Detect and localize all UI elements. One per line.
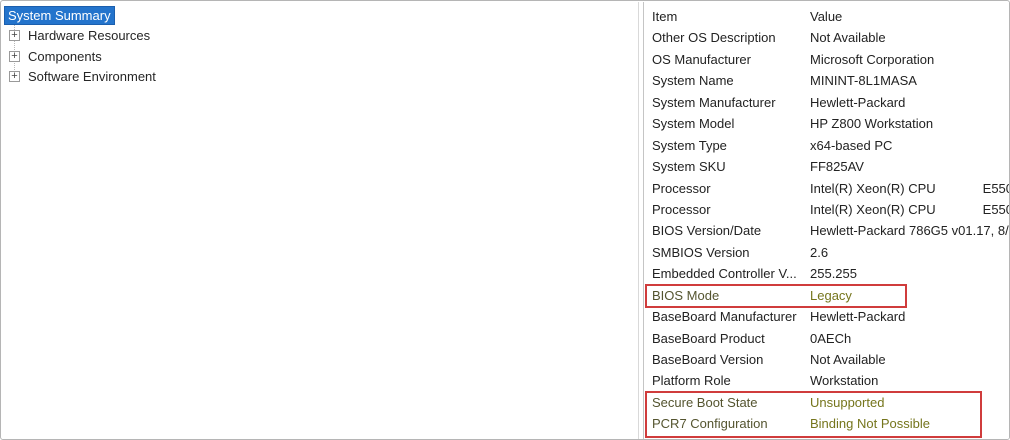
table-header-row: Item Value — [652, 6, 1009, 27]
tree-item-software-environment[interactable]: + Software Environment — [2, 67, 638, 88]
item-cell: System Name — [652, 73, 734, 89]
column-header-item[interactable]: Item — [652, 9, 678, 24]
table-row[interactable]: System SKU FF825AV — [652, 156, 1009, 177]
tree-item-hardware-resources[interactable]: + Hardware Resources — [2, 26, 638, 47]
value-cell: HP Z800 Workstation — [810, 116, 934, 132]
table-row[interactable]: BaseBoard Product 0AECh — [652, 328, 1009, 349]
tree-item-components[interactable]: + Components — [2, 46, 638, 67]
table-row[interactable]: Secure Boot State Unsupported — [652, 392, 1009, 413]
item-cell: System Manufacturer — [652, 94, 776, 110]
item-cell: Secure Boot State — [652, 394, 758, 410]
value-cell: Hewlett-Packard — [810, 94, 906, 110]
table-row[interactable]: System Name MININT-8L1MASA — [652, 70, 1009, 91]
value-cell: MININT-8L1MASA — [810, 73, 917, 89]
column-header-value[interactable]: Value — [810, 9, 843, 24]
expand-plus-icon[interactable]: + — [9, 71, 20, 83]
value-cell: x64-based PC — [810, 137, 893, 153]
item-cell: PCR7 Configuration — [652, 416, 768, 432]
item-cell: Other OS Description — [652, 30, 776, 46]
value-cell: Intel(R) Xeon(R) CPU E5506 — [810, 201, 1010, 217]
item-cell: BaseBoard Manufacturer — [652, 309, 797, 325]
item-cell: Platform Role — [652, 373, 731, 389]
tree-item-system-summary[interactable]: System Summary — [2, 5, 638, 26]
value-cell: 0AECh — [810, 330, 852, 346]
value-cell: Binding Not Possible — [810, 416, 930, 432]
table-row[interactable]: Other OS Description Not Available — [652, 27, 1009, 48]
table-row[interactable]: BIOS Version/Date Hewlett-Packard 786G5 v… — [652, 220, 1010, 241]
value-cell: Unsupported — [810, 394, 885, 410]
value-cell: FF825AV — [810, 159, 864, 175]
table-row[interactable]: System Manufacturer Hewlett-Packard — [652, 92, 1009, 113]
table-row[interactable]: BIOS Mode Legacy — [652, 285, 1009, 306]
value-cell: Workstation — [810, 373, 879, 389]
item-cell: System Model — [652, 116, 735, 132]
table-row[interactable]: Processor Intel(R) Xeon(R) CPU E5506 — [652, 199, 1010, 220]
item-cell: BIOS Version/Date — [652, 223, 762, 239]
value-cell: Hewlett-Packard — [810, 309, 906, 325]
category-tree-pane: System Summary + Hardware Resources + Compon… — [2, 2, 639, 439]
table-row[interactable]: System Type x64-based PC — [652, 135, 1009, 156]
value-cell: Legacy — [810, 287, 852, 303]
value-cell: Hewlett-Packard 786G5 v01.17, 8/2 — [810, 223, 1010, 239]
item-cell: System SKU — [652, 159, 726, 175]
value-cell: Not Available — [810, 30, 886, 46]
item-cell: BaseBoard Product — [652, 330, 765, 346]
table-row[interactable]: OS Manufacturer Microsoft Corporation — [652, 49, 1009, 70]
value-cell: 255.255 — [810, 266, 857, 282]
value-cell: 2.6 — [810, 244, 829, 260]
expand-plus-icon[interactable]: + — [9, 50, 20, 62]
item-cell: BIOS Mode — [652, 287, 720, 303]
tree-item-label: System Summary — [4, 5, 115, 25]
item-cell: SMBIOS Version — [652, 244, 750, 260]
item-cell: System Type — [652, 137, 727, 153]
table-row[interactable]: System Model HP Z800 Workstation — [652, 113, 1009, 134]
table-row[interactable]: BaseBoard Version Not Available — [652, 349, 1009, 370]
value-cell: Intel(R) Xeon(R) CPU E5506 — [810, 180, 1010, 196]
item-cell: Processor — [652, 201, 711, 217]
item-cell: Embedded Controller V... — [652, 266, 797, 282]
tree-item-label: Components — [28, 48, 102, 64]
item-cell: BaseBoard Version — [652, 352, 764, 367]
pane-splitter[interactable] — [639, 2, 643, 439]
table-row[interactable]: SMBIOS Version 2.6 — [652, 242, 1009, 263]
table-row[interactable]: Embedded Controller V... 255.255 — [652, 263, 1009, 284]
table-row[interactable]: PCR7 Configuration Binding Not Possible — [652, 413, 1009, 434]
tree-item-label: Software Environment — [28, 69, 156, 85]
table-row[interactable]: Processor Intel(R) Xeon(R) CPU E5506 — [652, 178, 1010, 199]
item-cell: Processor — [652, 180, 711, 196]
value-cell: Not Available — [810, 352, 886, 367]
category-tree: System Summary + Hardware Resources + Compon… — [2, 5, 638, 87]
item-cell: OS Manufacturer — [652, 51, 751, 67]
tree-item-label: Hardware Resources — [28, 28, 151, 44]
table-row[interactable]: Platform Role Workstation — [652, 370, 1009, 391]
value-cell: Microsoft Corporation — [810, 51, 935, 67]
table-row[interactable]: BaseBoard Manufacturer Hewlett-Packard — [652, 306, 1009, 327]
expand-plus-icon[interactable]: + — [9, 30, 20, 42]
